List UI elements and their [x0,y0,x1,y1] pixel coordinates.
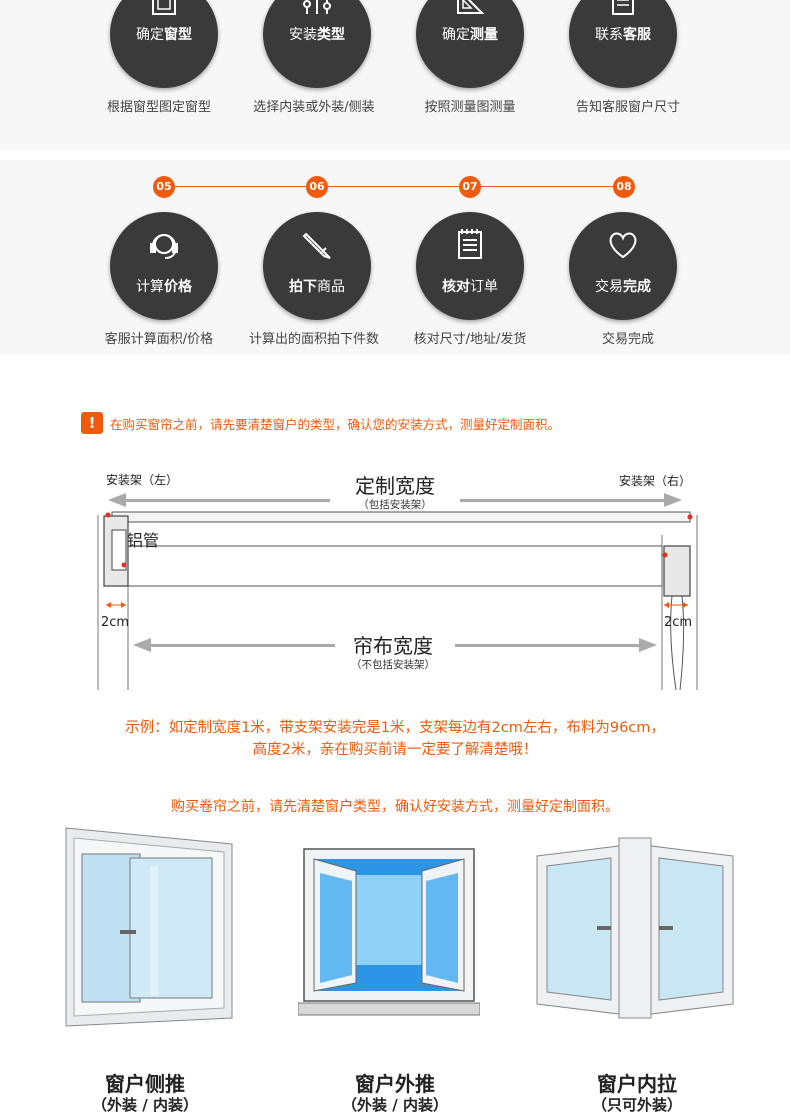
step-7-bold: 核对 [442,279,470,295]
window-1-sub: （外装 / 内装） [92,1096,198,1114]
reminder-text: 购买卷帘之前，请先清楚窗户类型，确认好安装方式，测量好定制面积。 [171,799,619,815]
warning-icon: ! [81,412,103,434]
bracket-left-label: 安装架（左） [106,473,179,487]
step-circle-6: 拍下商品 [263,212,371,320]
step-8-plain: 交易 [595,279,623,295]
step-5-bold: 价格 [164,279,192,295]
step-3-bold: 测量 [470,27,498,43]
step-7-plain: 订单 [470,279,498,295]
step-1-caption: 根据窗型图定窗型 [106,100,211,115]
window-side-push-image [65,827,233,1027]
step-number-8: 08 [613,176,635,198]
gap-left-label: 2cm [101,615,130,630]
heart-icon [609,232,637,259]
step-circle-3: 确定测量 [416,0,524,88]
custom-width-sub: （包括安装架） [358,499,432,511]
window-2-sub: （外装 / 内装） [342,1096,448,1114]
step-4-plain: 联系 [595,27,623,43]
headset-icon [150,234,178,259]
window-3-sub: （只可外装） [591,1096,682,1114]
measurement-diagram [97,493,698,691]
fabric-width-sub: （不包括安装架） [351,659,435,671]
step-1-bold: 窗型 [164,27,192,43]
step-circle-1: 确定窗型 [110,0,218,88]
step-circle-2: 安装类型 [263,0,371,88]
step-4-caption: 告知客服窗户尺寸 [575,100,680,115]
step-5-plain: 计算 [136,279,164,295]
fabric-width-label: 帘布宽度 [353,634,433,658]
warning-text: 在购买窗帘之前，请先要清楚窗户的类型，确认您的安装方式，测量好定制面积。 [110,417,561,432]
window-2-title: 窗户外推 [355,1072,435,1096]
step-8-caption: 交易完成 [601,332,654,347]
step-6-caption: 计算出的面积拍下件数 [248,332,379,347]
example-line-1: 示例：如定制宽度1米，带支架安装完是1米，支架每边有2cm左右，布料为96cm， [125,720,665,736]
step-circle-7: 核对订单 [416,212,524,320]
window-3-title: 窗户内拉 [597,1072,677,1096]
sliders-icon [303,0,331,14]
tube-label: 铝管 [127,531,160,550]
step-connector-line [164,186,624,187]
step-7-caption: 核对尺寸/地址/发货 [413,332,527,347]
step-2-caption: 选择内装或外装/侧装 [253,100,375,115]
custom-width-label: 定制宽度 [355,474,435,498]
step-6-bold: 拍下 [289,279,317,295]
step-number-5: 05 [153,176,175,198]
step-4-bold: 客服 [623,27,651,43]
document-icon [612,0,634,15]
step-circle-4: 联系客服 [569,0,677,88]
step-number-6: 06 [306,176,328,198]
window-1-title: 窗户侧推 [105,1072,185,1096]
step-5-caption: 客服计算面积/价格 [104,332,214,347]
step-3-plain: 确定 [442,27,470,43]
step-circle-8: 交易完成 [569,212,677,320]
step-number-7: 07 [459,176,481,198]
step-circle-5: 计算价格 [110,212,218,320]
step-8-bold: 完成 [623,279,651,295]
triangle-ruler-icon [457,0,485,14]
window-frame-icon [152,0,176,15]
bracket-right-label: 安装架（右） [619,474,692,488]
step-1-plain: 确定 [136,27,164,43]
window-in-pull-image [536,837,734,1019]
step-2-bold: 类型 [317,27,345,43]
window-out-push-image [298,848,480,1016]
gap-right-label: 2cm [664,615,693,630]
step-3-caption: 按照测量图测量 [424,100,516,115]
example-line-2: 高度2米，亲在购买前请一定要了解清楚哦！ [252,742,538,758]
pencil-icon [302,232,331,259]
step-6-plain: 商品 [317,279,345,295]
step-2-plain: 安装 [289,27,317,43]
notepad-icon [458,229,482,259]
